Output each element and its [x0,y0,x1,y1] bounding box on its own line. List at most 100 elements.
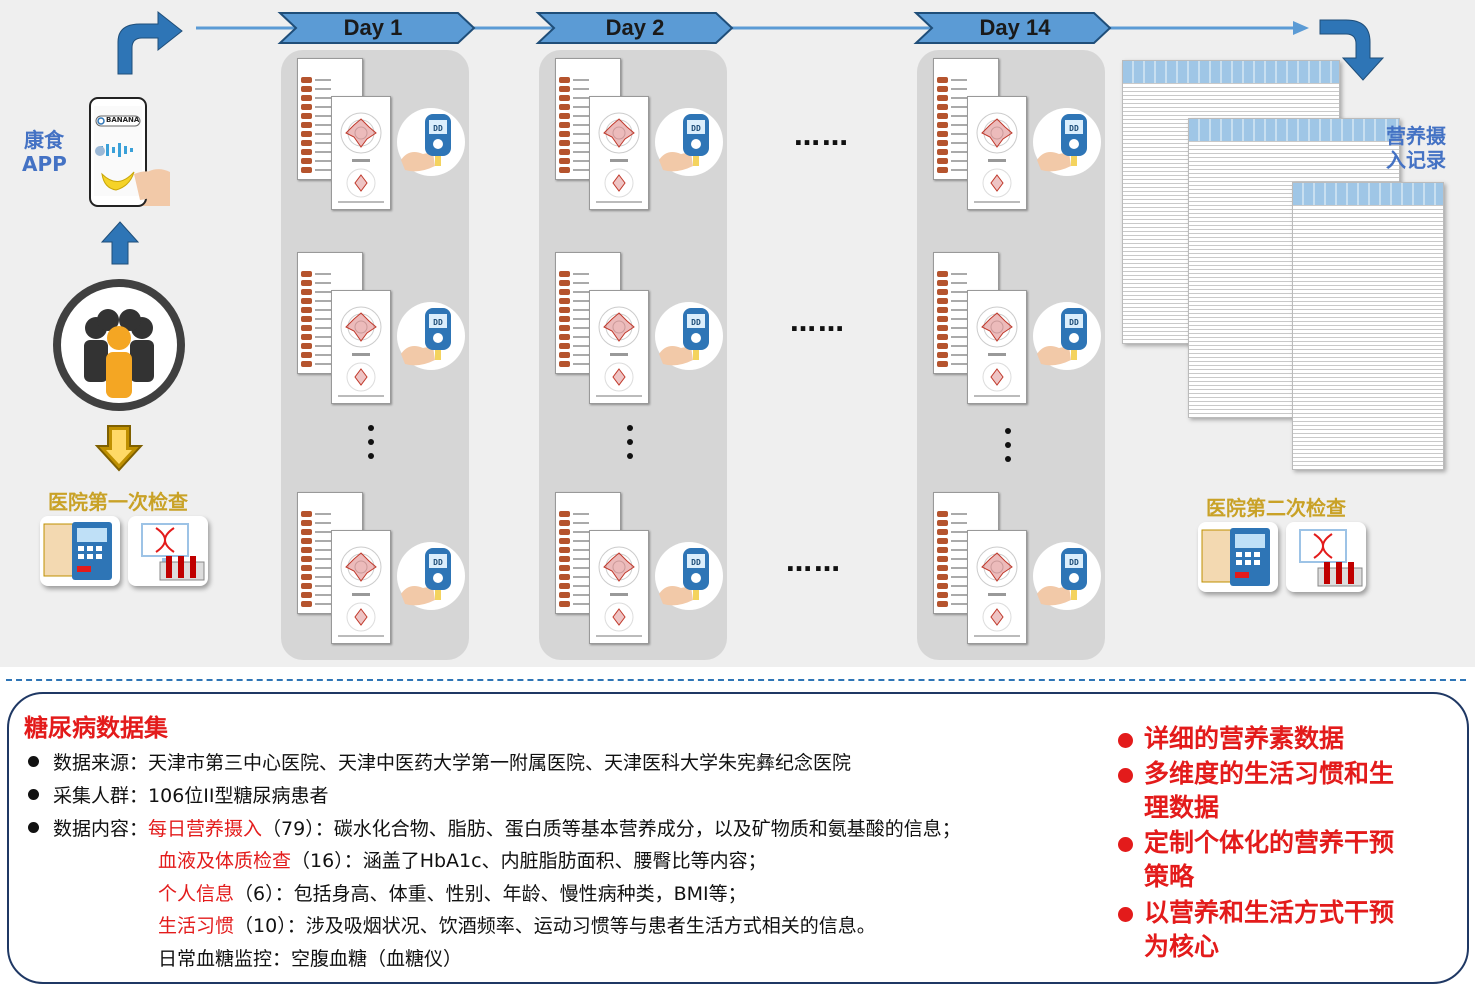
app-screenshots [933,492,1027,644]
food-thumbnail [559,104,570,110]
food-text [573,513,589,515]
radar-chart-icon [974,306,1020,397]
food-thumbnail [301,511,312,517]
glucometer-graphic: DD [401,114,451,172]
app-screenshots [297,58,391,210]
glucometer-icon: DD [397,302,465,370]
food-text [951,79,967,81]
food-text [951,97,967,99]
glucometer-display: DD [691,318,701,327]
food-thumbnail [937,289,948,295]
food-text [573,106,589,108]
food-thumbnail [301,316,312,322]
highlight-1: 详细的营养素数据 [1118,722,1344,756]
food-thumbnail [301,271,312,277]
food-thumbnail [559,592,570,598]
food-thumbnail [301,325,312,331]
food-thumbnail [301,529,312,535]
food-thumbnail [301,343,312,349]
food-text [315,549,331,551]
food-text [315,513,331,515]
food-thumbnail [559,280,570,286]
item-name: 每日营养摄入 [148,818,263,840]
nutrient-radar-screen [967,96,1027,210]
food-text [315,336,331,338]
food-thumbnail [937,149,948,155]
food-text [951,558,967,560]
app-screenshots [555,492,649,644]
app-screenshots [933,58,1027,210]
food-text [951,585,967,587]
food-thumbnail [559,601,570,607]
food-thumbnail [301,592,312,598]
food-thumbnail [937,113,948,119]
food-text [315,79,331,81]
nutrient-radar-screen [589,530,649,644]
app-label-line2: APP [22,152,67,176]
app-screenshots [933,252,1027,404]
food-text [573,354,589,356]
food-thumbnail [559,343,570,349]
food-thumbnail [559,140,570,146]
food-thumbnail [301,565,312,571]
food-thumbnail [301,538,312,544]
food-thumbnail [937,583,948,589]
food-thumbnail [301,77,312,83]
food-text [573,567,589,569]
glucometer-graphic: DD [1037,548,1087,606]
food-thumbnail [937,529,948,535]
food-thumbnail [301,167,312,173]
source-label: 数据来源： [53,752,149,774]
food-thumbnail [559,158,570,164]
food-text [951,273,967,275]
food-text [951,327,967,329]
glucometer-display: DD [1069,318,1079,327]
food-thumbnail [937,77,948,83]
vertical-ellipsis [368,425,374,467]
nutrient-radar-screen [331,290,391,404]
food-text [315,133,331,135]
food-thumbnail [301,149,312,155]
dna-test-icon [1299,529,1363,587]
food-thumbnail [937,316,948,322]
food-text [951,142,967,144]
food-text [951,115,967,117]
food-text [951,160,967,162]
food-thumbnail [559,334,570,340]
food-text [315,115,331,117]
glucometer-icon: DD [1033,542,1101,610]
food-text [951,318,967,320]
glucometer-icon: DD [1033,108,1101,176]
food-text [315,309,331,311]
gap-dots-row-3: …… [786,548,842,578]
glucometer-icon: DD [655,108,723,176]
food-text [573,169,589,171]
food-text [951,567,967,569]
food-text [573,97,589,99]
glucometer-display: DD [433,558,443,567]
highlight-dot [1118,733,1133,748]
food-text [573,160,589,162]
food-thumbnail [301,352,312,358]
food-text [315,594,331,596]
food-thumbnail [559,86,570,92]
records-sheet-3 [1292,182,1444,470]
population-line: 采集人群：106位II型糖尿病患者 [28,781,329,808]
food-text [573,124,589,126]
food-text [573,549,589,551]
food-text [573,151,589,153]
glucometer-icon: DD [1033,302,1101,370]
timeline [117,10,1385,81]
food-thumbnail [937,601,948,607]
highlight-2: 多维度的生活习惯和生 理数据 [1118,757,1394,825]
glucometer-display: DD [691,558,701,567]
glucometer-display: DD [433,124,443,133]
food-text [315,576,331,578]
food-text [315,603,331,605]
nutrient-radar-screen [331,530,391,644]
curved-arrow-to-records [1319,19,1385,81]
food-text [315,345,331,347]
food-thumbnail [937,167,948,173]
app-screenshots [555,58,649,210]
glucometer-graphic: DD [659,114,709,172]
